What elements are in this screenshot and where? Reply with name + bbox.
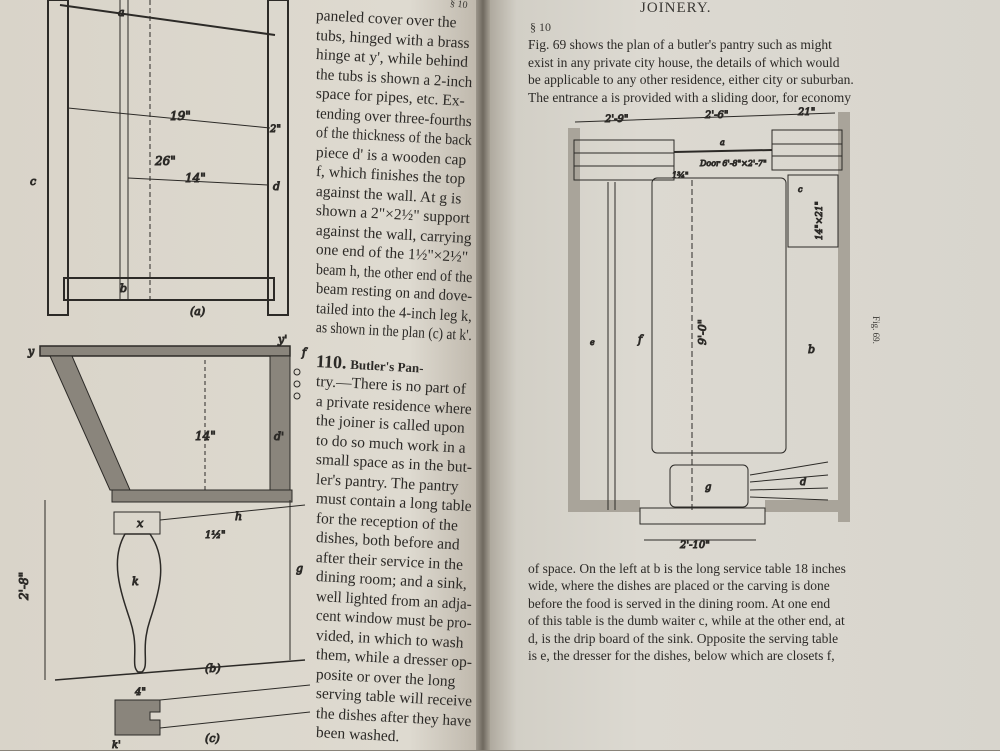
text-line: of space. On the left at b is the long s… [528, 561, 846, 576]
label-k-prime: k' [112, 740, 121, 750]
drip-board-grooves [749, 461, 829, 501]
label-d-prime: d' [274, 430, 284, 443]
dim-top-left: 2'-9" [604, 114, 628, 125]
dim-top-right: 21" [797, 107, 815, 118]
closets-label: f [637, 333, 644, 346]
label-x: x [137, 517, 144, 530]
figure-caption: Fig. 69. [870, 316, 881, 344]
section-mark-right: § 10 [530, 20, 551, 34]
label-f: f [301, 346, 308, 359]
door-thickness: 1¾" [672, 171, 689, 180]
running-head: JOINERY. [640, 0, 712, 16]
caption-a: (a) [190, 305, 205, 318]
right-body-text: of space. On the left at b is the long s… [528, 560, 928, 664]
drip-board-label: d [800, 477, 806, 488]
dumb-waiter-label: c [798, 185, 803, 194]
text-line: d, is the drip board of the sink. Opposi… [528, 630, 839, 646]
dumb-waiter-size: 14"×21" [815, 201, 825, 240]
right-intro-text: Fig. 69 shows the plan of a butler's pan… [528, 36, 913, 106]
figure-a-elevation: a b c d 19" 26" 14" 2" (a) [30, 0, 289, 319]
label-y: y [27, 345, 35, 358]
left-body-text: paneled cover over the tubs, hinged with… [315, 6, 473, 745]
dim-19: 19" [170, 109, 191, 123]
pantry-plan-figure: 2'-9" 2'-6" 21" Door 6'-8"×2'-7" 1¾" a 1… [568, 107, 850, 550]
text-line: wide, where the dishes are placed or the… [528, 578, 830, 594]
section-number: 110. [315, 350, 348, 373]
caption-c: (c) [205, 732, 220, 745]
text-line: is e, the dresser for the dishes, below … [528, 648, 835, 664]
dim-1-half: 1½" [205, 530, 226, 541]
dim-bottom: 2'-10" [679, 540, 710, 550]
label-h: h [235, 510, 242, 523]
joinery-detail-figures: a b c d 19" 26" 14" 2" (a) y y' f 14" [17, 0, 311, 750]
entrance-label: a [720, 138, 725, 147]
figure-c-plan: 4" k' (c) [112, 684, 311, 750]
section-title: Butler's Pan- [349, 356, 424, 376]
dim-top-mid: 2'-6" [704, 110, 728, 121]
door-label: Door 6'-8"×2'-7" [699, 159, 767, 168]
label-c: c [30, 175, 36, 188]
text-line: The entrance a is provided with a slidin… [528, 89, 851, 105]
text-line: be applicable to any other residence, ei… [528, 72, 854, 87]
dim-14-top: 14" [185, 171, 206, 185]
text-line: exist in any private city house, the det… [528, 54, 840, 70]
label-d: d [273, 180, 280, 193]
label-g: g [296, 562, 303, 575]
dresser-label: e [590, 338, 595, 347]
caption-b: (b) [205, 662, 221, 675]
book-gutter [476, 0, 490, 750]
label-b: b [120, 282, 127, 295]
label-y-prime: y' [277, 333, 287, 346]
dim-2: 2" [269, 124, 281, 135]
table-label: b [808, 343, 815, 356]
text-line: before the food is served in the dining … [528, 595, 831, 611]
label-k: k [132, 575, 139, 588]
dim-14-bottom: 14" [195, 429, 216, 443]
sink-label: g [705, 482, 711, 493]
text-line: of this table is the dumb waiter c, whil… [528, 613, 845, 629]
label-a: a [118, 6, 125, 19]
text-line: Fig. 69 shows the plan of a butler's pan… [528, 37, 832, 52]
dim-2-8: 2'-8" [17, 572, 31, 601]
left-page: a b c d 19" 26" 14" 2" (a) y y' f 14" [0, 0, 482, 750]
dim-4: 4" [134, 687, 146, 698]
plan-length: 9'-0" [696, 319, 709, 345]
figure-b-section: y y' f 14" 2'-8" x h k g d' 1½" (b) [17, 333, 309, 681]
dim-26: 26" [154, 154, 176, 168]
